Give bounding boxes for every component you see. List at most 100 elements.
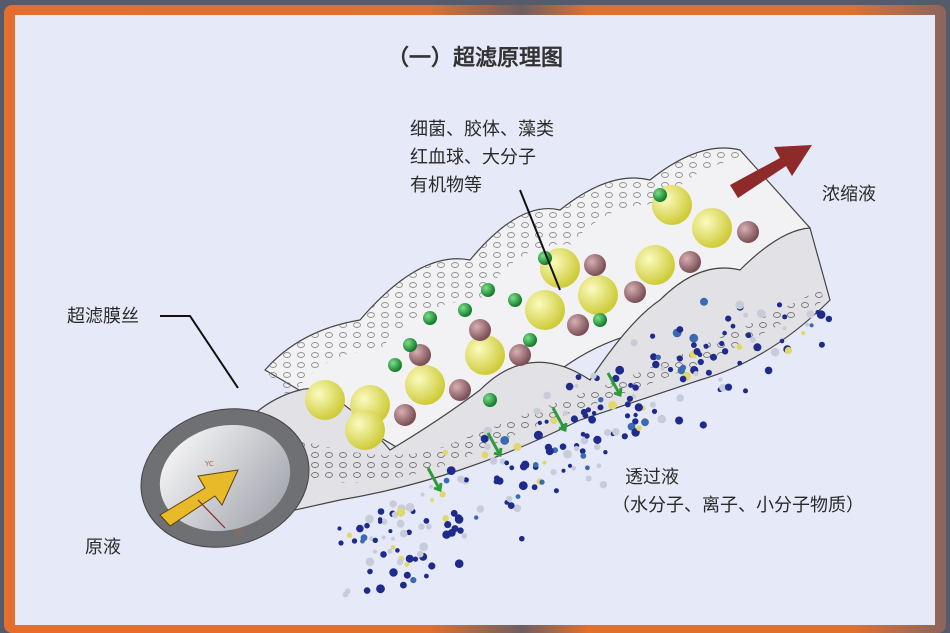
permeate-molecule	[615, 365, 625, 375]
permeate-molecule	[719, 383, 727, 392]
permeate-molecule	[356, 524, 364, 533]
permeate-molecule	[676, 326, 684, 333]
permeate-molecule	[632, 418, 639, 425]
large-particle	[635, 245, 675, 285]
permeate-molecule	[689, 333, 699, 343]
permeate-molecule	[612, 374, 620, 383]
permeate-molecule	[675, 416, 684, 425]
permeate-molecule	[743, 388, 748, 394]
permeate-molecule	[632, 384, 639, 391]
permeate-molecule	[570, 415, 579, 423]
permeate-molecule	[710, 353, 717, 361]
permeate-molecule	[423, 518, 430, 524]
permeate-molecule	[593, 435, 602, 444]
permeate-molecule	[518, 481, 528, 491]
permeate-molecule	[604, 429, 612, 436]
permeate-molecule	[809, 323, 814, 328]
small-particle	[403, 338, 417, 352]
permeate-molecule	[418, 523, 425, 530]
permeate-molecule	[571, 465, 577, 471]
permeate-molecule	[559, 443, 567, 451]
permeate-molecule	[377, 519, 383, 524]
permeate-molecule	[691, 342, 697, 348]
permeate-molecule	[425, 523, 432, 530]
large-particle	[525, 290, 565, 330]
permeate-molecule	[825, 315, 833, 323]
permeate-molecule	[365, 557, 375, 567]
permeate-molecule	[650, 333, 656, 339]
permeate-molecule	[753, 343, 762, 352]
permeate-molecule	[621, 433, 628, 440]
permeate-molecule	[391, 536, 395, 541]
permeate-molecule	[676, 394, 684, 402]
permeate-molecule	[396, 519, 405, 528]
permeate-molecule	[574, 383, 579, 389]
permeate-molecule	[400, 581, 407, 589]
permeate-molecule	[443, 477, 450, 484]
permeate-molecule	[419, 542, 429, 552]
large-particle	[405, 365, 445, 405]
permeate-molecule	[624, 401, 631, 408]
permeate-molecule	[444, 521, 452, 529]
permeate-molecule	[597, 404, 604, 411]
permeate-molecule	[461, 533, 468, 539]
permeate-molecule	[764, 366, 773, 375]
permeate-molecule	[429, 484, 434, 489]
permeate-molecule	[428, 562, 436, 570]
permeate-molecule	[377, 508, 385, 515]
permeate-molecule	[515, 494, 521, 499]
permeate-molecule	[550, 469, 557, 476]
axis-y-label: YC	[204, 460, 214, 468]
small-particle	[483, 393, 497, 407]
permeate-molecule	[532, 462, 539, 468]
permeate-molecule	[693, 371, 699, 377]
permeate-molecule	[697, 358, 704, 366]
permeate-molecule	[395, 548, 400, 553]
permeate-molecule	[483, 426, 493, 436]
permeate-molecule	[596, 463, 602, 469]
permeate-molecule	[388, 529, 393, 534]
permeate-molecule	[463, 477, 469, 483]
permeate-molecule	[565, 382, 574, 391]
permeate-molecule	[544, 419, 549, 424]
permeate-molecule	[627, 422, 636, 431]
permeate-molecule	[545, 447, 554, 456]
permeate-molecule	[380, 551, 387, 558]
permeate-molecule	[380, 518, 388, 525]
permeate-molecule	[387, 548, 393, 554]
permeate-molecule	[484, 443, 491, 451]
permeate-molecule	[721, 348, 729, 355]
permeate-molecule	[584, 433, 590, 439]
permeate-molecule	[412, 556, 419, 562]
permeate-molecule	[757, 309, 766, 318]
medium-particle	[509, 344, 531, 366]
permeate-molecule	[372, 549, 378, 554]
permeate-molecule	[550, 417, 558, 425]
permeate-molecule	[776, 302, 783, 308]
permeate-molecule	[782, 314, 788, 320]
permeate-molecule	[454, 515, 464, 524]
permeate-molecule	[705, 369, 712, 376]
permeate-molecule	[649, 401, 656, 408]
permeate-molecule	[539, 479, 545, 485]
permeate-molecule	[476, 505, 485, 513]
permeate-molecule	[585, 407, 592, 413]
permeate-molecule	[410, 577, 417, 584]
permeate-molecule	[480, 434, 489, 443]
permeate-molecule	[506, 495, 513, 502]
permeate-molecule	[481, 451, 489, 459]
permeate-molecule	[591, 411, 597, 416]
small-particle	[653, 188, 667, 202]
permeate-molecule	[749, 336, 756, 343]
permeate-molecule	[703, 343, 709, 349]
permeate-molecule	[363, 587, 371, 594]
permeate-molecule	[676, 355, 683, 362]
permeate-molecule	[519, 535, 525, 542]
permeate-molecule	[381, 535, 386, 540]
permeate-molecule	[389, 500, 397, 508]
permeate-molecule	[735, 300, 745, 310]
medium-particle	[584, 254, 606, 276]
permeate-molecule	[634, 403, 643, 412]
permeate-molecule	[513, 504, 522, 513]
permeate-molecule	[563, 449, 572, 459]
